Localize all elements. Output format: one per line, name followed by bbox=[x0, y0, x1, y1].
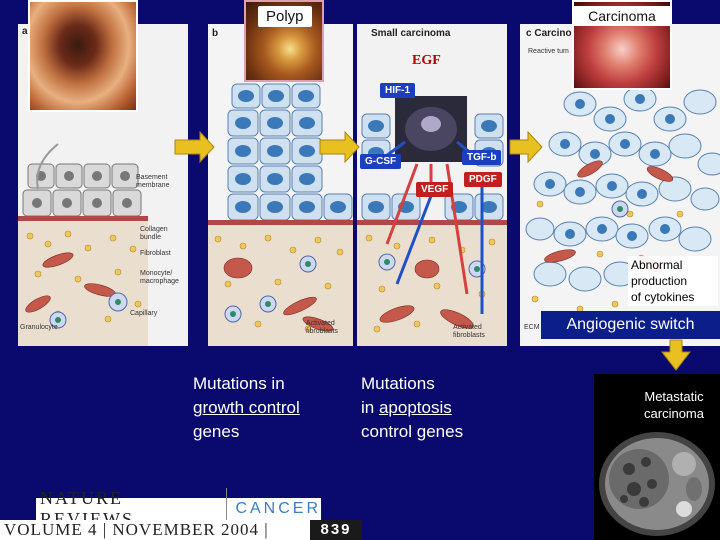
journal-volume: VOLUME 4 | NOVEMBER 2004 | bbox=[4, 520, 269, 539]
apoptosis-line-2: in apoptosis bbox=[361, 396, 463, 420]
growth-line-1: Mutations in bbox=[193, 374, 285, 393]
label-ecm: ECM bbox=[524, 324, 540, 331]
panel-b-polyp-tissue: b Activated fibroblasts bbox=[208, 24, 353, 346]
journal-volume-text: VOLUME 4 bbox=[4, 520, 98, 539]
panel-b-illustration bbox=[208, 83, 353, 346]
apoptosis-line-3: control genes bbox=[361, 422, 464, 441]
label-capillary: Capillary bbox=[130, 310, 158, 317]
polyp-label: Polyp bbox=[258, 6, 312, 27]
metastatic-line-1: Metastatic bbox=[644, 389, 704, 404]
apoptosis-line-2-prefix: in bbox=[361, 398, 379, 417]
tgfb-tag: TGF-b bbox=[462, 150, 502, 165]
journal-date: NOVEMBER 2004 bbox=[112, 520, 260, 539]
panel-c-title: Small carcinoma bbox=[371, 28, 451, 39]
ct-scan-drawing bbox=[599, 432, 715, 536]
panel-d-letter-text: c bbox=[526, 28, 532, 39]
egf-label: EGF bbox=[412, 53, 441, 68]
abnormal-production-box: Abnormal production of cytokines bbox=[628, 256, 718, 306]
growth-line-2: growth control bbox=[193, 398, 300, 417]
abnormal-line-2: production bbox=[631, 274, 688, 288]
pdgf-tag: PDGF bbox=[464, 172, 502, 187]
arrow-c-to-d bbox=[509, 130, 543, 164]
carcinoma-label: Carcinoma bbox=[572, 6, 672, 26]
ct-scan-image bbox=[594, 374, 720, 540]
gcsf-tag: G-CSF bbox=[360, 154, 402, 169]
apoptosis-line-1: Mutations bbox=[361, 374, 435, 393]
panel-c-illustration bbox=[357, 96, 507, 346]
journal-banner: NATURE REVIEWS CANCER bbox=[36, 488, 321, 530]
panel-d-subtitle: Reactive tum bbox=[528, 48, 569, 55]
apoptosis-line-2-underlined: apoptosis bbox=[378, 398, 452, 417]
arrow-a-to-b bbox=[174, 130, 215, 164]
panel-c-small-carcinoma: Small carcinoma Activated fibroblasts bbox=[357, 24, 507, 346]
colon-endoscopy-photo bbox=[28, 0, 138, 112]
mutations-growth-control: Mutations in growth control genes bbox=[193, 372, 300, 444]
panel-d-letter: c Carcino bbox=[526, 28, 572, 39]
journal-page: 839 bbox=[310, 520, 362, 540]
label-monocyte: Monocyte/ macrophage bbox=[140, 270, 179, 285]
panel-a-illustration bbox=[18, 143, 148, 346]
abnormal-line-1: Abnormal bbox=[631, 258, 683, 272]
label-activated-fibroblasts-b: Activated fibroblasts bbox=[306, 320, 338, 335]
mutations-apoptosis: Mutations in apoptosis control genes bbox=[361, 372, 463, 444]
panel-b-letter: b bbox=[212, 28, 219, 39]
arrow-to-metastasis bbox=[660, 339, 692, 371]
vegf-tag: VEGF bbox=[416, 182, 454, 197]
label-activated-fibroblasts-c: Activated fibroblasts bbox=[453, 324, 485, 339]
panel-d-title: Carcino bbox=[534, 28, 572, 39]
journal-citation: VOLUME 4 | NOVEMBER 2004 | 839 bbox=[0, 520, 362, 540]
panel-a-letter: a bbox=[22, 26, 28, 37]
metastatic-carcinoma-label: Metastatic carcinoma bbox=[628, 388, 720, 422]
growth-line-3: genes bbox=[193, 422, 240, 441]
label-granulocyte: Granulocyte bbox=[20, 324, 58, 331]
angiogenic-switch-label: Angiogenic switch bbox=[541, 311, 720, 339]
hif1-tag: HIF-1 bbox=[380, 83, 415, 98]
label-collagen-bundle: Collagen bundle bbox=[140, 226, 168, 241]
abnormal-line-3: of cytokines bbox=[631, 290, 695, 304]
arrow-b-to-c bbox=[319, 130, 360, 164]
journal-section: CANCER bbox=[235, 500, 321, 517]
label-basement-membrane: Basement membrane bbox=[136, 174, 170, 189]
metastatic-line-2: carcinoma bbox=[644, 406, 704, 421]
label-fibroblast: Fibroblast bbox=[140, 250, 171, 257]
